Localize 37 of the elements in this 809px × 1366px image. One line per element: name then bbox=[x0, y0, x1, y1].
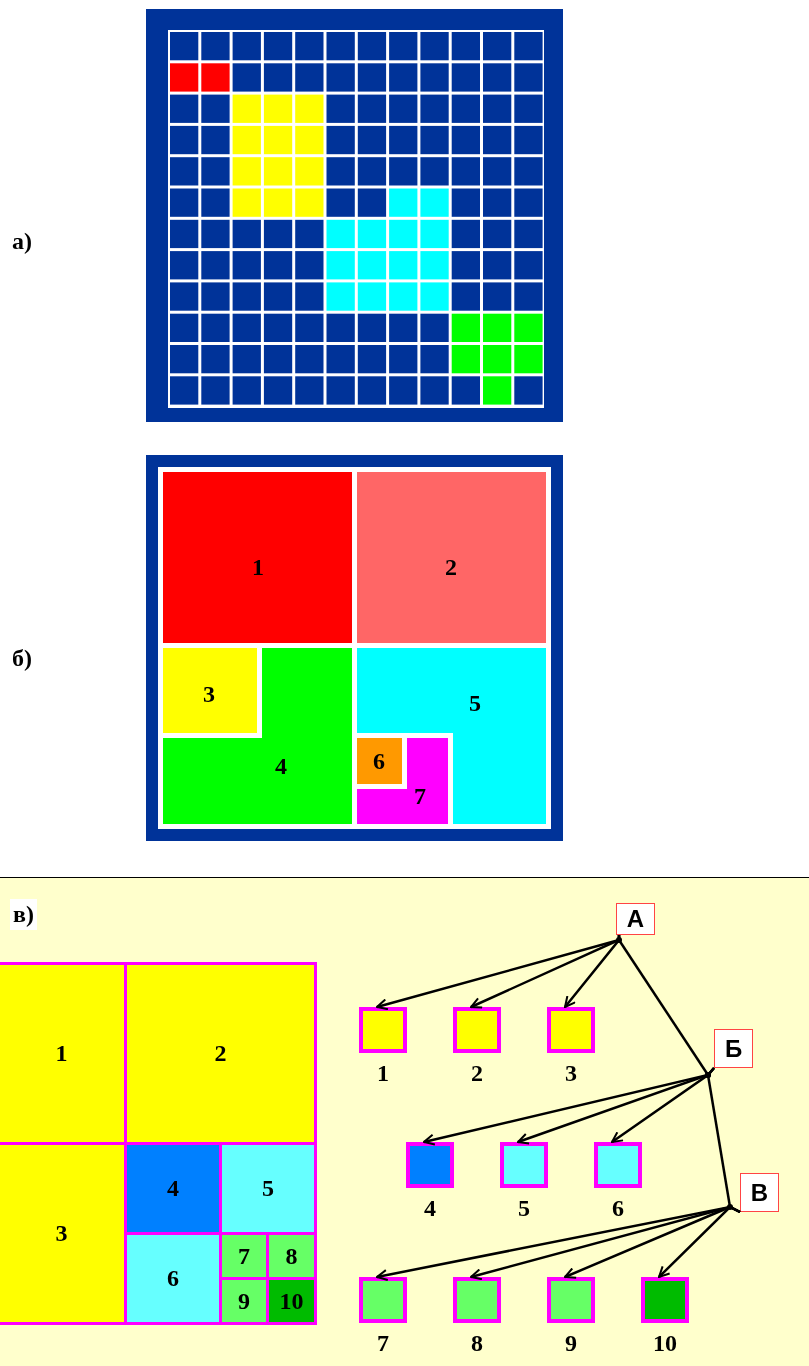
leaf-number: 9 bbox=[565, 1331, 577, 1355]
arrow bbox=[611, 1067, 715, 1144]
arrow bbox=[564, 935, 621, 1008]
region-number: 2 bbox=[445, 555, 457, 579]
leaf-number: 8 bbox=[471, 1331, 483, 1355]
panel-label: в) bbox=[10, 899, 37, 930]
panel-label: а) bbox=[12, 228, 32, 255]
quadtree-cell: 10 bbox=[266, 1277, 317, 1325]
region-number: 4 bbox=[275, 754, 287, 778]
quadtree-cell: 8 bbox=[266, 1232, 317, 1280]
region-number: 6 bbox=[373, 749, 385, 773]
leaf-number: 7 bbox=[377, 1331, 389, 1355]
leaf-number: 4 bbox=[424, 1196, 436, 1220]
arrow bbox=[658, 1205, 741, 1278]
quadtree-cell: 2 bbox=[124, 962, 317, 1145]
node-letter-box: А bbox=[616, 903, 655, 935]
leaf-number: 3 bbox=[565, 1061, 577, 1085]
node-letter-box: В bbox=[740, 1173, 779, 1212]
region-number: 3 bbox=[203, 682, 215, 706]
quadtree-cell: 7 bbox=[219, 1232, 269, 1280]
leaf-number: 10 bbox=[653, 1331, 677, 1355]
leaf-number: 2 bbox=[471, 1061, 483, 1085]
panel-label: б) bbox=[12, 645, 32, 672]
quadtree-cell: 5 bbox=[219, 1142, 317, 1235]
leaf-number: 6 bbox=[612, 1196, 624, 1220]
quadtree-cell: 4 bbox=[124, 1142, 222, 1235]
quadtree-cell: 6 bbox=[124, 1232, 222, 1325]
leaf-number: 1 bbox=[377, 1061, 389, 1085]
region-number: 5 bbox=[469, 691, 481, 715]
region-number: 1 bbox=[252, 555, 264, 579]
connector-line bbox=[705, 1072, 733, 1210]
leaf-number: 5 bbox=[518, 1196, 530, 1220]
region-number: 7 bbox=[414, 784, 426, 808]
quadtree-cell: 1 bbox=[0, 962, 127, 1145]
quadtree-cell: 3 bbox=[0, 1142, 127, 1325]
node-letter-box: Б bbox=[714, 1029, 753, 1068]
quadtree-cell: 9 bbox=[219, 1277, 269, 1325]
